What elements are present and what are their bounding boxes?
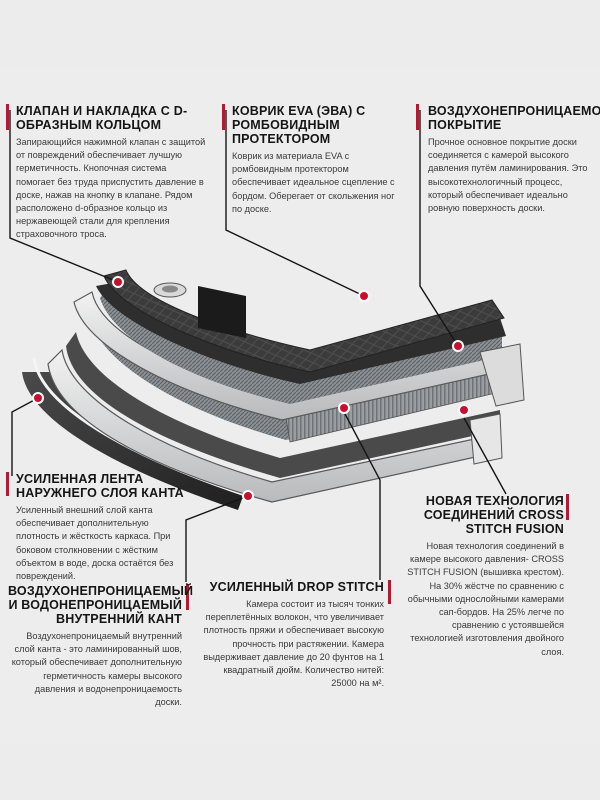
callout-valve-title: КЛАПАН И НАКЛАДКА С D-ОБРАЗНЫМ КОЛЬЦОМ bbox=[16, 104, 188, 132]
callout-drop-stitch-title: УСИЛЕННЫЙ DROP STITCH bbox=[209, 580, 384, 594]
callout-inner-edge: ВОЗДУХОНЕПРОНИЦАЕМЫЙ И ВОДОНЕПРОНИЦАЕМЫЙ… bbox=[8, 584, 194, 709]
callout-eva: КОВРИК EVA (ЭВА) С РОМБОВИДНЫМ ПРОТЕКТОР… bbox=[232, 104, 402, 216]
accent-bars bbox=[6, 104, 569, 610]
callout-cross-stitch: НОВАЯ ТЕХНОЛОГИЯ СОЕДИНЕНИЙ CROSS STITCH… bbox=[404, 494, 564, 659]
callout-eva-text: Коврик из материала EVA с ромбовидным пр… bbox=[232, 151, 395, 214]
eva-pad bbox=[103, 269, 505, 373]
callout-edge-tape-text: Усиленный внешний слой канта обеспечивае… bbox=[16, 505, 174, 582]
callout-drop-stitch-text: Камера состоит из тысяч тонких переплетё… bbox=[203, 599, 384, 689]
callout-inner-edge-title: ВОЗДУХОНЕПРОНИЦАЕМЫЙ И ВОДОНЕПРОНИЦАЕМЫЙ… bbox=[8, 584, 194, 626]
leader-lines bbox=[9, 110, 507, 582]
callout-cross-stitch-text: Новая технология соединений в камере выс… bbox=[407, 541, 564, 657]
callout-edge-tape-title: УСИЛЕННАЯ ЛЕНТА НАРУЖНЕГО СЛОЯ КАНТА bbox=[16, 472, 184, 500]
callout-inner-edge-text: Воздухонепроницаемый внутренний слой кан… bbox=[11, 631, 182, 708]
callout-drop-stitch: УСИЛЕННЫЙ DROP STITCH Камера состоит из … bbox=[200, 580, 384, 690]
callout-cross-stitch-title: НОВАЯ ТЕХНОЛОГИЯ СОЕДИНЕНИЙ CROSS STITCH… bbox=[423, 494, 564, 536]
callout-coating-text: Прочное основное покрытие доски соединяе… bbox=[428, 137, 588, 214]
callout-coating-title: ВОЗДУХОНЕПРОНИЦАЕМОЕ ПОКРЫТИЕ bbox=[428, 104, 600, 132]
callout-valve-text: Запирающийся нажимной клапан с защитой о… bbox=[16, 137, 206, 240]
callout-eva-title: КОВРИК EVA (ЭВА) С РОМБОВИДНЫМ ПРОТЕКТОР… bbox=[232, 104, 366, 146]
top-coating bbox=[96, 282, 506, 384]
callout-edge-tape: УСИЛЕННАЯ ЛЕНТА НАРУЖНЕГО СЛОЯ КАНТА Уси… bbox=[16, 472, 192, 583]
callout-valve: КЛАПАН И НАКЛАДКА С D-ОБРАЗНЫМ КОЛЬЦОМ З… bbox=[16, 104, 206, 242]
callout-dots bbox=[32, 276, 470, 502]
callout-coating: ВОЗДУХОНЕПРОНИЦАЕМОЕ ПОКРЫТИЕ Прочное ос… bbox=[428, 104, 600, 215]
